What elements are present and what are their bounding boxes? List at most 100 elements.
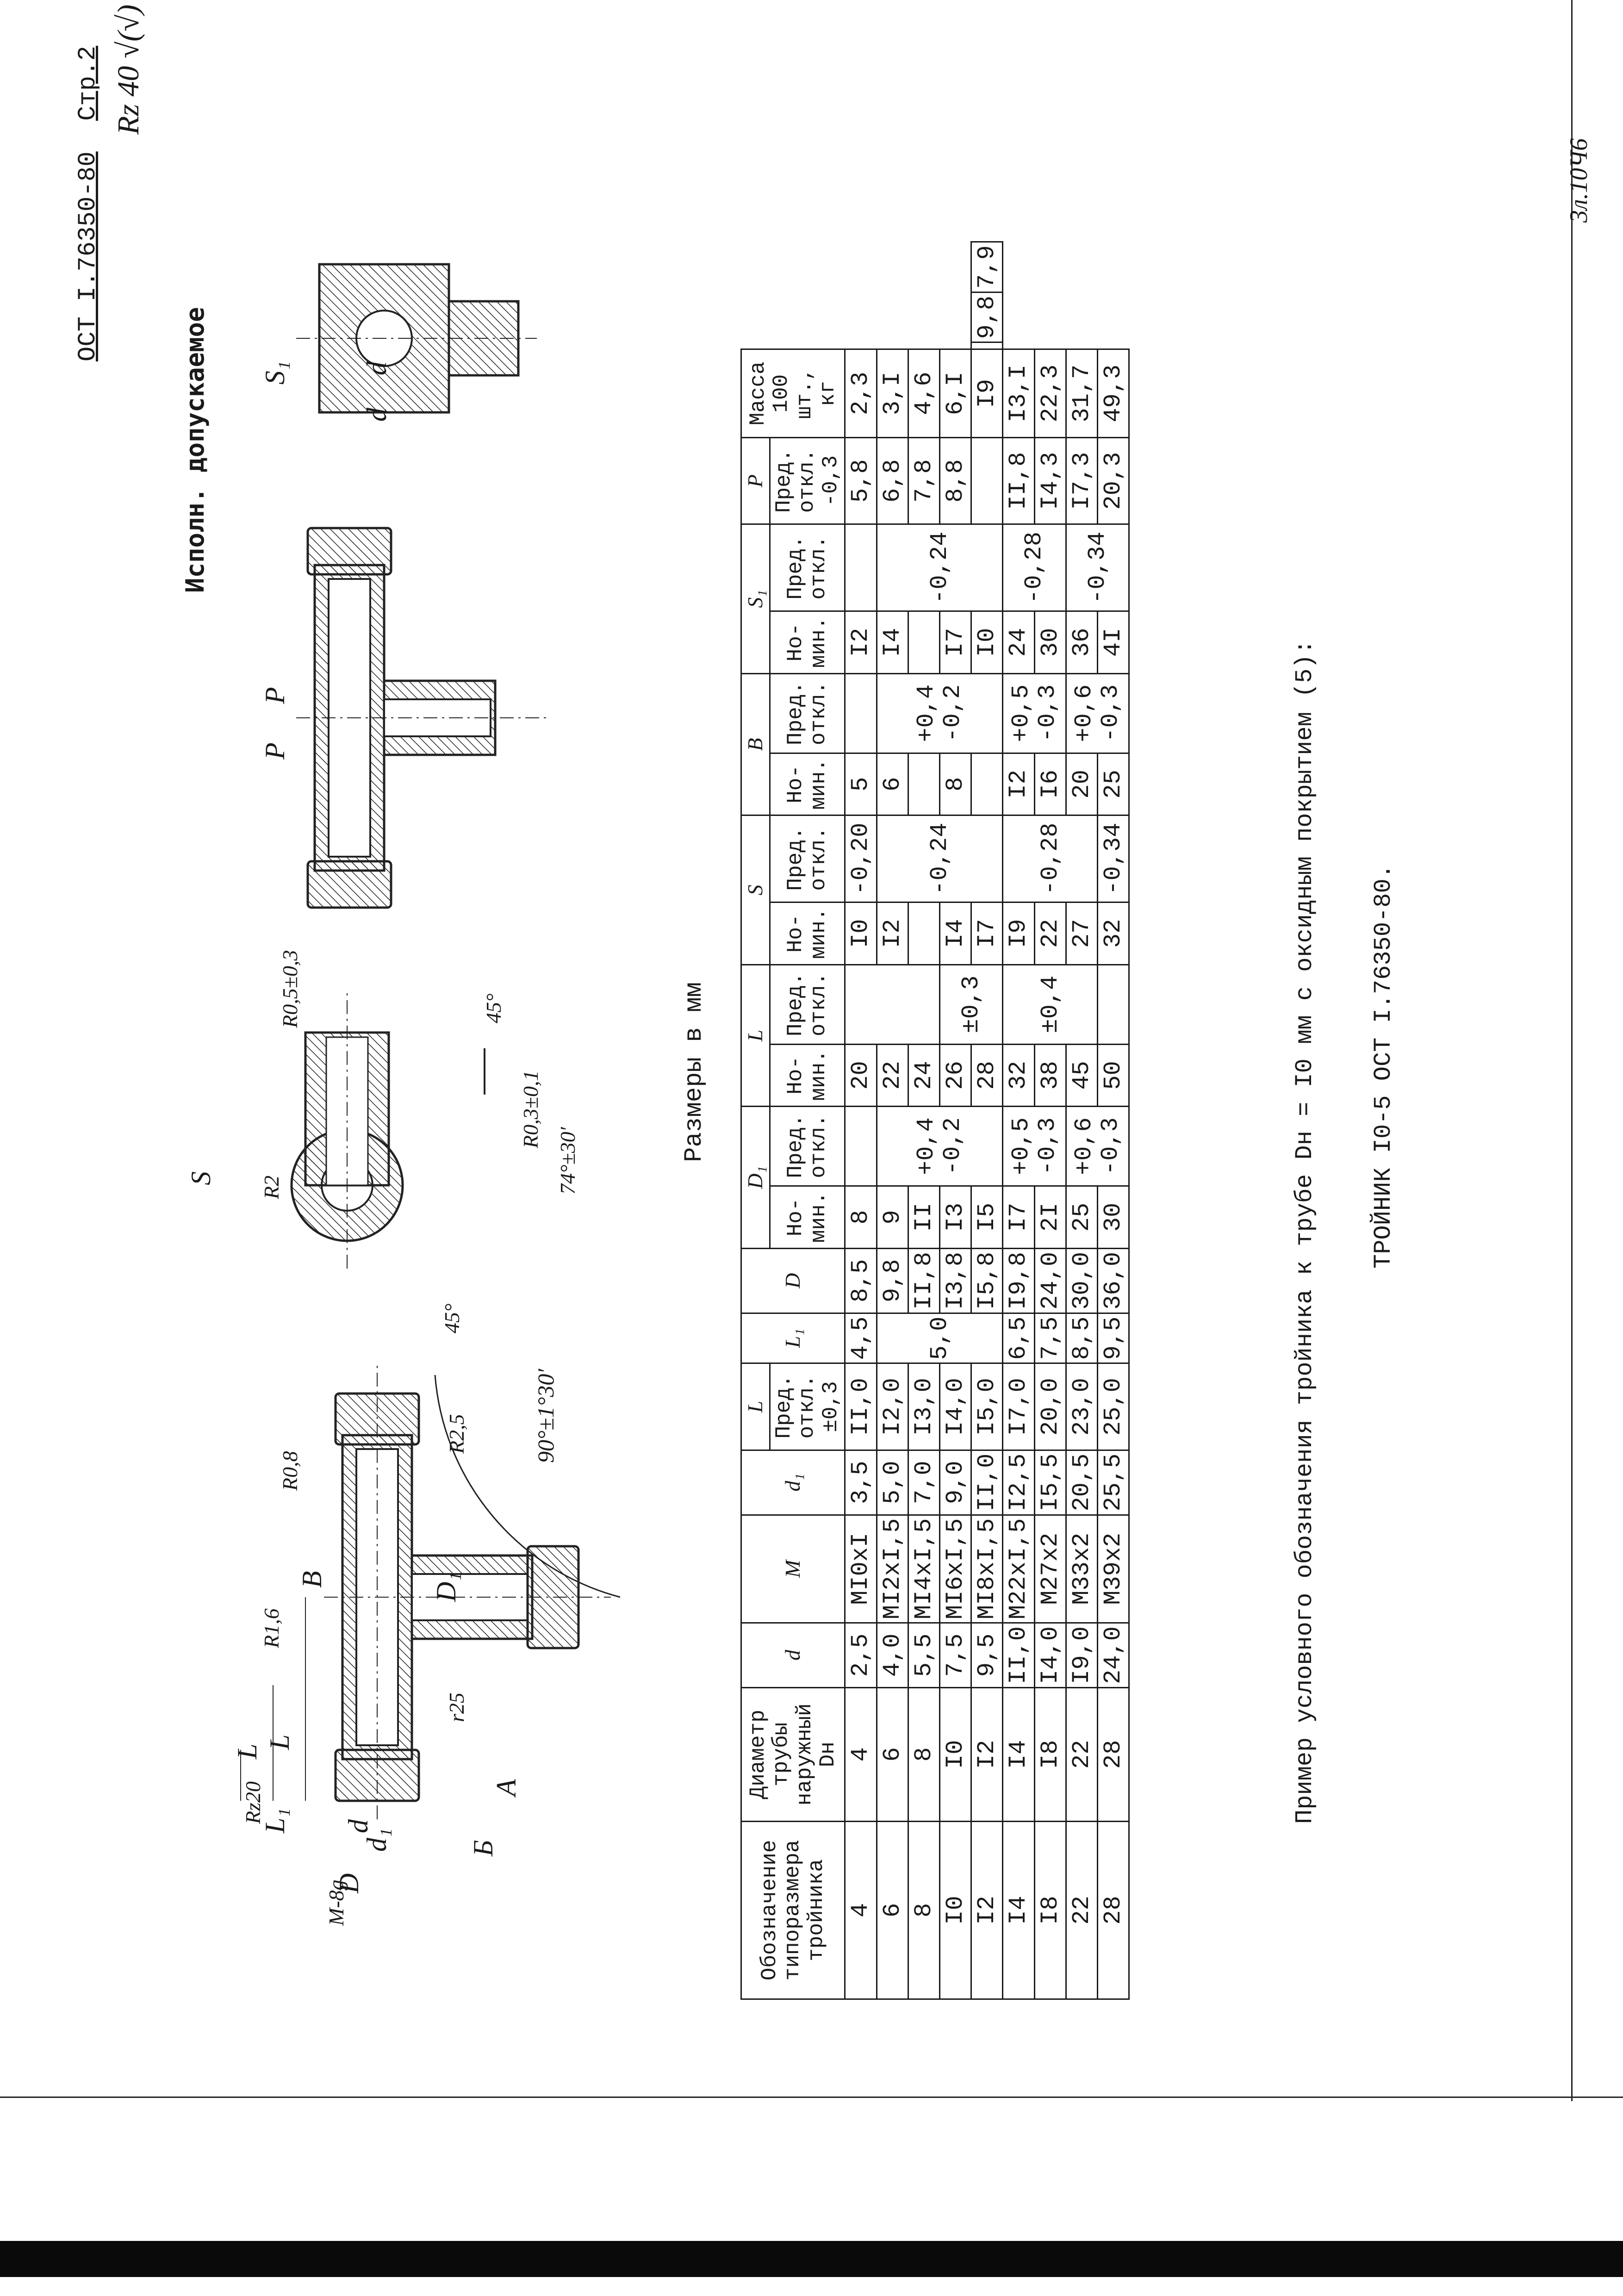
cell-dn: I0 bbox=[939, 1687, 971, 1822]
cell-d1: 9,0 bbox=[939, 1450, 971, 1515]
cell-D1-tol bbox=[845, 1106, 877, 1186]
page-frame-right bbox=[1571, 0, 1573, 2101]
table-row: 4 4 2,5 MI0xI 3,5 II,0 4,5 8,5 8 20 I0 -… bbox=[845, 242, 940, 1999]
cell-L-nom: 50 bbox=[1097, 1044, 1129, 1107]
cell-des: I4 bbox=[1002, 1821, 1034, 1999]
cell-mass: 3,I bbox=[877, 349, 908, 438]
cell-dn: I2 bbox=[971, 1687, 1003, 1822]
cell-D: 8,5 bbox=[845, 1248, 877, 1313]
table-row: I4 I4 II,0 M22xI,5 I2,5 I7,0 6,5 I9,8 I7… bbox=[1002, 242, 1098, 1999]
scan-edge-band bbox=[0, 2241, 1623, 2277]
example-line-1: Пример условного обозначения тройника к … bbox=[1291, 640, 1318, 1824]
cell-d1: 3,5 bbox=[845, 1450, 877, 1515]
label-R05: R0,5±0,3 bbox=[278, 950, 302, 1028]
cell-l1: 8,5 bbox=[1066, 1313, 1098, 1363]
cell-dn: 22 bbox=[1066, 1687, 1098, 1822]
cell-D: 36,0 bbox=[1097, 1248, 1129, 1313]
cell-S-tol-d: -0,34 bbox=[1097, 815, 1129, 902]
dimensions-table: Обозначение типоразмера тройника Диаметр… bbox=[740, 241, 1130, 2000]
cell-B-tol-empty bbox=[845, 673, 877, 753]
table-row: 22 22 I9,0 M33x2 20,5 23,0 8,5 30,0 25 +… bbox=[1066, 242, 1129, 1999]
cell-d: II,0 bbox=[1002, 1623, 1034, 1688]
cell-S1-nom: 24 bbox=[1002, 611, 1034, 674]
cell-S1-nom: I4 bbox=[877, 611, 908, 674]
col-S-nom: Но-мин. bbox=[770, 902, 845, 965]
cell-D1-nom: 9 bbox=[877, 1186, 908, 1249]
roughness-label: Rz 40 bbox=[112, 66, 145, 135]
cell-S1-nom: 4I bbox=[1097, 611, 1129, 674]
cell-S1-nom bbox=[908, 611, 940, 674]
col-L-tol: Пред. откл. ±0,3 bbox=[770, 1363, 845, 1450]
cell-D1-nom: I7 bbox=[1002, 1186, 1034, 1249]
tee-p-drawing bbox=[287, 510, 565, 926]
cell-l: 20,0 bbox=[1034, 1363, 1066, 1450]
cell-S1-tol-empty bbox=[971, 342, 1003, 349]
cell-S-tol-c: -0,28 bbox=[1002, 815, 1098, 902]
cell-P: II,8 bbox=[1002, 437, 1034, 524]
cell-l: 25,0 bbox=[1097, 1363, 1129, 1450]
cell-d: 9,5 bbox=[971, 1623, 1003, 1688]
cell-P: 6,8 bbox=[877, 437, 908, 524]
cell-m: MI2xI,5 bbox=[877, 1515, 908, 1623]
cell-dn: 8 bbox=[908, 1687, 940, 1822]
cell-L-nom: 38 bbox=[1034, 1044, 1066, 1107]
cell-mass: 49,3 bbox=[1097, 349, 1129, 438]
cell-B-nom: 8 bbox=[939, 753, 971, 815]
col-D: D bbox=[741, 1248, 845, 1313]
cell-S1-tol-b: -0,28 bbox=[1002, 524, 1066, 611]
col-mass: Масса 100 шт., кг bbox=[741, 349, 845, 438]
main-tee-drawing bbox=[213, 1333, 629, 1856]
col-M: M bbox=[741, 1515, 845, 1623]
cell-S-nom: I2 bbox=[877, 902, 908, 965]
label-d1: d₁ bbox=[361, 1828, 392, 1852]
cell-D: 9,8 bbox=[877, 1248, 908, 1313]
section-a-drawing bbox=[208, 963, 532, 1287]
cell-des: I2 bbox=[971, 1821, 1003, 1999]
cell-P: 5,8 bbox=[845, 437, 877, 524]
label-R2: R2 bbox=[260, 1175, 283, 1199]
cell-L-nom: 26 bbox=[939, 1044, 971, 1107]
cell-des: 22 bbox=[1066, 1821, 1098, 1999]
cell-L-nom: 45 bbox=[1066, 1044, 1098, 1107]
roughness-mark: Rz 40 √(√) bbox=[111, 5, 146, 135]
table-row: 6 6 4,0 MI2xI,5 5,0 I2,0 5,0 9,8 9 +0,4 … bbox=[877, 242, 1003, 1999]
label-P-2: P bbox=[260, 687, 290, 704]
cell-mass: 4,6 bbox=[908, 349, 940, 438]
col-S1-nom: Но-мин. bbox=[770, 611, 845, 674]
label-r25: r25 bbox=[445, 1692, 468, 1722]
cell-dn: 4 bbox=[845, 1687, 877, 1822]
cell-B-tol-a: +0,4 -0,2 bbox=[877, 673, 1003, 753]
cell-S-nom: 22 bbox=[1034, 902, 1066, 965]
cell-D: I3,8 bbox=[939, 1248, 971, 1313]
cell-D: I9,8 bbox=[1002, 1248, 1034, 1313]
label-B-cyr: Б bbox=[468, 1840, 498, 1856]
cell-B-nom: I6 bbox=[1034, 753, 1066, 815]
cell-d1: I5,5 bbox=[1034, 1450, 1066, 1515]
cell-d: 2,5 bbox=[845, 1623, 877, 1688]
cell-l: I3,0 bbox=[908, 1363, 940, 1450]
col-d: d bbox=[741, 1623, 845, 1688]
col-pipe-diameter: Диаметр трубы наружный Dн bbox=[741, 1687, 845, 1822]
cell-m: MI0xI bbox=[845, 1515, 877, 1623]
col-S-tol: Пред. откл. bbox=[770, 815, 845, 902]
label-D1: D₁ bbox=[431, 1572, 461, 1602]
col-D1-tol: Пред. откл. bbox=[770, 1106, 845, 1186]
cell-D1-tol-a: +0,4 -0,2 bbox=[877, 1106, 1003, 1186]
col-L2-tol: Пред. откл. bbox=[770, 964, 845, 1045]
cell-l: II,0 bbox=[845, 1363, 877, 1450]
cell-dn: I4 bbox=[1002, 1687, 1034, 1822]
cell-B-nom bbox=[908, 753, 940, 815]
cell-d: I4,0 bbox=[1034, 1623, 1066, 1688]
label-R25: R2,5 bbox=[445, 1414, 468, 1454]
cell-P: 20,3 bbox=[1097, 437, 1129, 524]
cell-D1-tol-c: +0,6 -0,3 bbox=[1066, 1106, 1129, 1186]
label-thread-class: M-8g bbox=[324, 1879, 348, 1926]
cell-L-tol-empty bbox=[1097, 964, 1129, 1045]
label-d-b: d bbox=[361, 361, 392, 375]
label-R16: R1,6 bbox=[260, 1608, 283, 1648]
margin-note: 3л.10Ч6 bbox=[1565, 138, 1592, 223]
cell-D1-nom: II bbox=[908, 1186, 940, 1249]
cell-P: 8,8 bbox=[939, 437, 971, 524]
page-number: Стр.2 bbox=[74, 45, 102, 121]
